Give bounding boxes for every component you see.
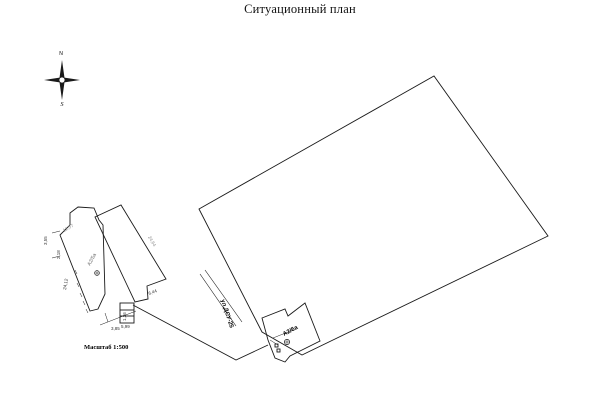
- dim-1-26: 1,26: [122, 312, 127, 321]
- dim-3-85: 3,85: [111, 326, 120, 331]
- building-dashed-marks: [74, 269, 89, 314]
- land-plot-boundary: [198, 75, 549, 356]
- scale-label: Масштаб 1:500: [84, 344, 128, 351]
- street-line-2: [199, 273, 237, 327]
- connection-line: [132, 304, 269, 361]
- building-a2-5a-label: А2/5а: [86, 252, 98, 267]
- building-a2-6a-label: А2/6а: [282, 325, 300, 338]
- building-a2-6a: [261, 302, 321, 363]
- compass-south-label: S: [61, 102, 64, 108]
- street-label: ул.ДСУ-25: [219, 299, 234, 330]
- dim-5-99: 5,99: [121, 324, 130, 329]
- compass-rose: N S: [44, 51, 80, 108]
- building-a2-5a: [51, 204, 167, 326]
- dim-12-57: 12,57: [62, 223, 75, 233]
- compass-north-label: N: [59, 51, 63, 57]
- dim-6-44: 6,44: [148, 288, 158, 296]
- dim-24-12: 24,12: [62, 278, 69, 290]
- street-line-1: [204, 269, 243, 323]
- building-a2-6a-marker: [284, 339, 290, 345]
- building-a2-5a-marker: [94, 270, 100, 276]
- dim-24-64: 24,64: [147, 235, 157, 248]
- page-title: Ситуационный план: [244, 2, 356, 16]
- dim-2-18: 2,18: [56, 250, 61, 259]
- dim-3-55: 3,55: [43, 236, 48, 245]
